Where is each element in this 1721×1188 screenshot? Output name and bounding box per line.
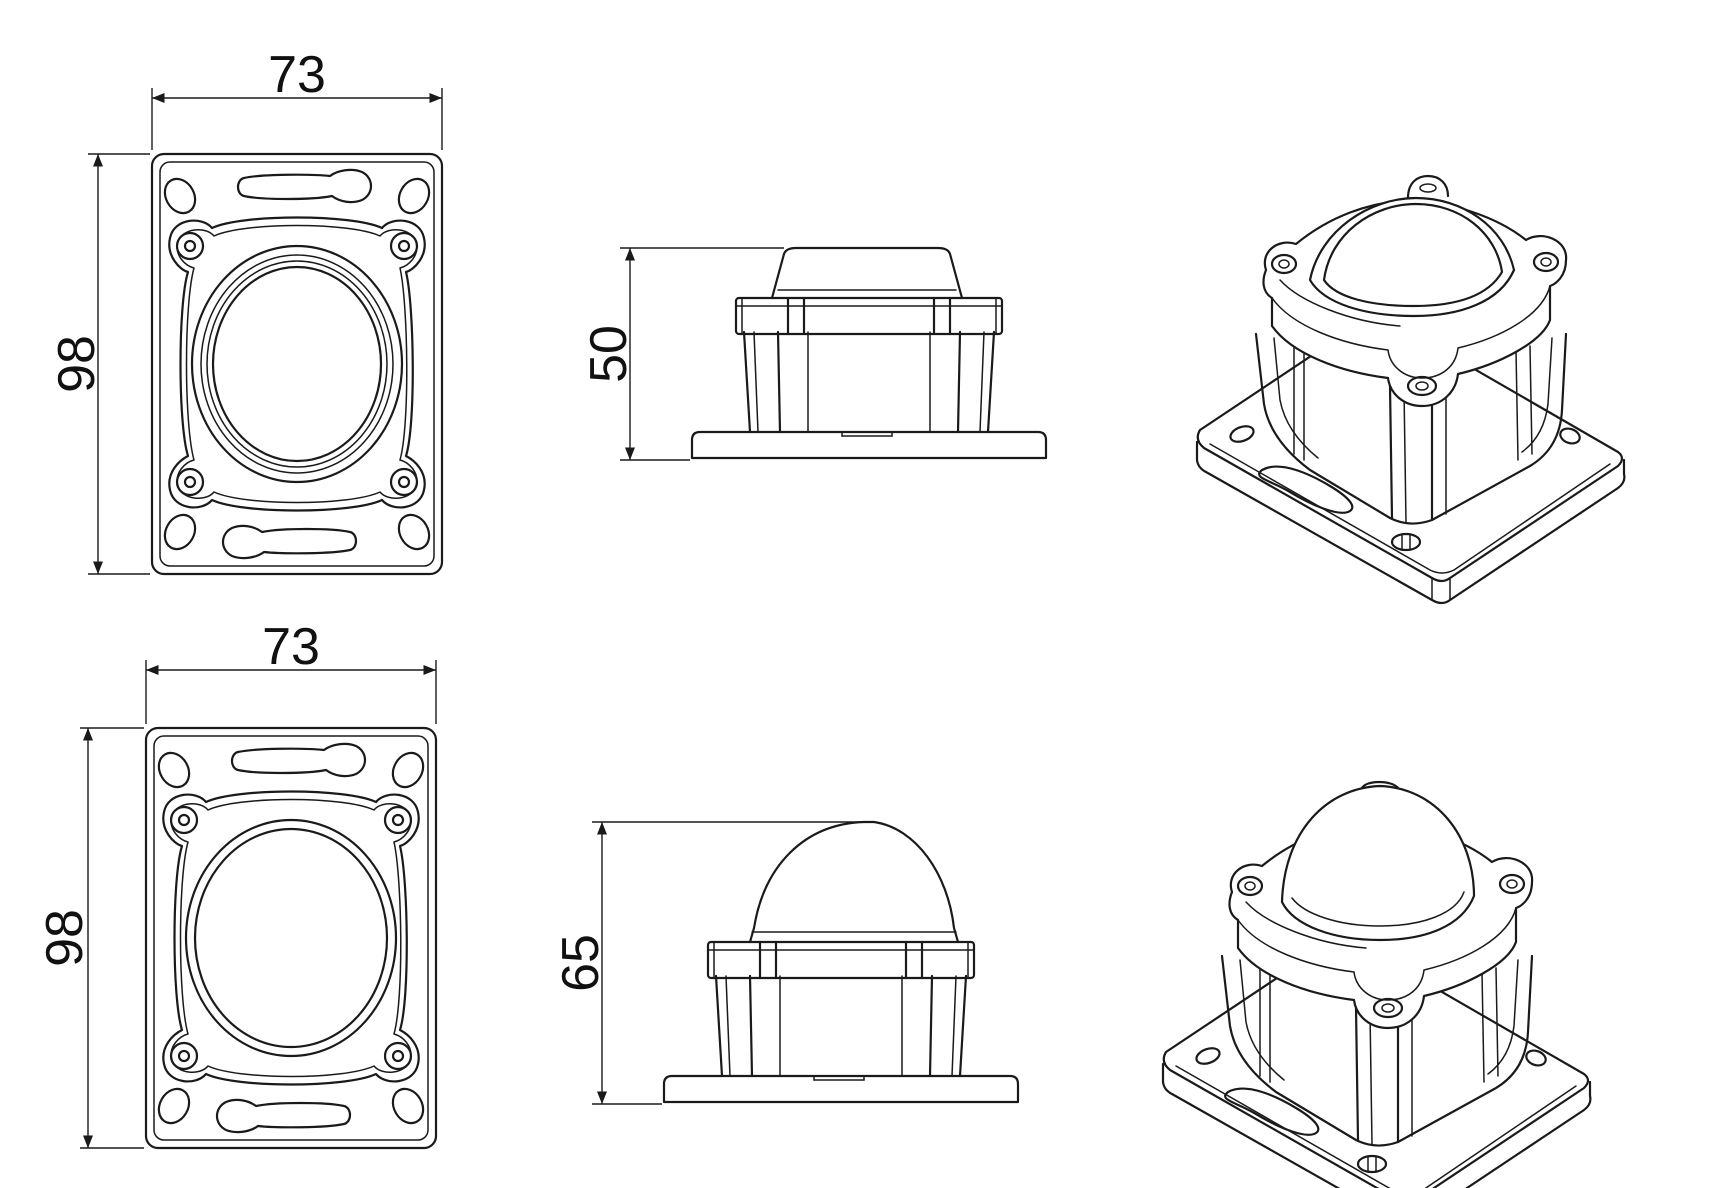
depth-label-flat: 98 — [48, 335, 106, 393]
width-dimension-flat: 73 — [151, 46, 443, 150]
side-view-flat — [690, 246, 1048, 460]
width-dimension-dome: 73 — [145, 618, 437, 724]
height-dimension-dome: 65 — [552, 821, 864, 1105]
height-label-flat: 50 — [580, 325, 638, 383]
top-view-flat — [150, 152, 444, 576]
isometric-view-flat — [1195, 174, 1626, 605]
depth-label-dome: 98 — [36, 909, 94, 967]
width-label-dome: 73 — [262, 618, 320, 676]
depth-dimension-flat: 98 — [48, 153, 150, 575]
width-label-flat: 73 — [268, 46, 326, 104]
isometric-view-dome — [1161, 780, 1592, 1188]
height-label-dome: 65 — [552, 934, 610, 992]
height-dimension-flat: 50 — [580, 247, 784, 461]
side-view-dome — [662, 820, 1020, 1104]
top-view-dome — [144, 726, 438, 1150]
depth-dimension-dome: 98 — [36, 727, 144, 1149]
